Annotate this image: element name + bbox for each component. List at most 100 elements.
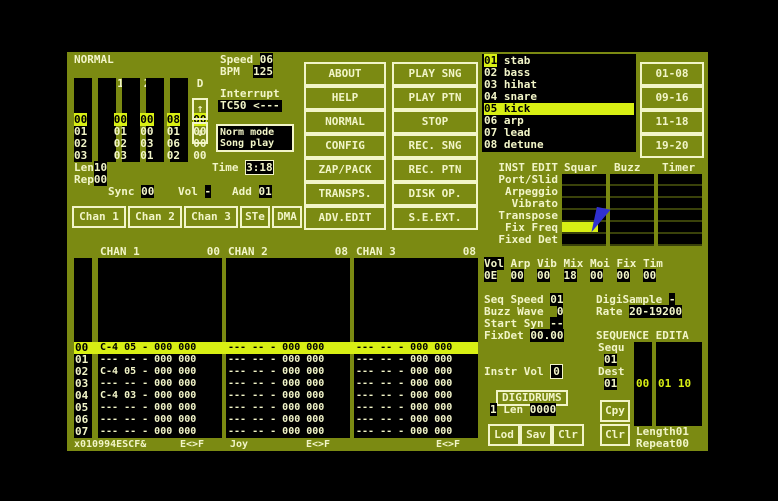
adv-edit-button[interactable]: ADV.EDIT <box>304 206 386 230</box>
stop-button[interactable]: STOP <box>392 110 478 134</box>
seq-speed-field[interactable]: Seq Speed 01 <box>484 293 564 306</box>
digidrums-save-button[interactable]: Sav <box>520 424 552 446</box>
param-values[interactable]: 0E 00 00 18 00 00 00 <box>484 269 657 282</box>
buzz-wave-field[interactable]: Buzz Wave 0 <box>484 305 564 318</box>
pattern-row[interactable]: --- -- - 000 000 <box>356 342 453 353</box>
se-ext-button[interactable]: S.E.EXT. <box>392 206 478 230</box>
chan-2-swap-button[interactable]: E<>F <box>306 439 331 450</box>
chan-3-swap-button[interactable]: E<>F <box>436 439 461 450</box>
zap-pack-button[interactable]: ZAP/PACK <box>304 158 386 182</box>
tab-ste[interactable]: STe <box>240 206 270 228</box>
add-field[interactable]: Add 01 <box>232 185 272 198</box>
seq-clear-button[interactable]: Clr <box>600 424 630 446</box>
page-01-08-button[interactable]: 01-08 <box>640 62 704 86</box>
digidrums-load-button[interactable]: Lod <box>488 424 520 446</box>
sequ-value[interactable]: 01 <box>604 353 618 366</box>
pattern-row[interactable]: --- -- - 000 000 <box>100 354 197 365</box>
position-track-1[interactable] <box>98 78 116 162</box>
record-song-button[interactable]: REC. SNG <box>392 134 478 158</box>
play-song-button[interactable]: PLAY SNG <box>392 62 478 86</box>
instrument-row[interactable]: 07 lead <box>484 126 531 139</box>
squar-grid[interactable] <box>562 174 606 246</box>
rate-field[interactable]: Rate 20-19200 <box>596 305 683 318</box>
pattern-row[interactable]: --- -- - 000 000 <box>228 378 325 389</box>
tab-chan-1[interactable]: Chan 1 <box>72 206 126 228</box>
instrument-row[interactable]: 01 stab <box>484 54 531 67</box>
pattern-row[interactable]: --- -- - 000 000 <box>356 402 453 413</box>
buzz-grid[interactable] <box>610 174 654 246</box>
digisample-field[interactable]: DigiSample - <box>596 293 676 306</box>
pattern-row[interactable]: C-4 05 - 000 000 <box>100 342 197 353</box>
rep-field[interactable]: Rep00 <box>74 173 108 186</box>
instrument-row[interactable]: 08 detune <box>484 138 544 151</box>
config-button[interactable]: CONFIG <box>304 134 386 158</box>
tab-chan-2[interactable]: Chan 2 <box>128 206 182 228</box>
chan-1-swap-button[interactable]: E<>F <box>180 439 205 450</box>
play-pattern-button[interactable]: PLAY PTN <box>392 86 478 110</box>
dest-value[interactable]: 01 <box>604 377 618 390</box>
position-row[interactable]: 01 01 00 01 00 <box>74 125 207 138</box>
pattern-row[interactable]: --- -- - 000 000 <box>228 354 325 365</box>
fixdet-field[interactable]: FixDet 00.00 <box>484 329 564 342</box>
play-mode-box[interactable]: Norm mode Song play <box>216 124 294 152</box>
pattern-row[interactable]: --- -- - 000 000 <box>356 390 453 401</box>
position-track-2[interactable] <box>122 78 140 162</box>
length-field[interactable]: Length01 <box>636 425 689 438</box>
pattern-row[interactable]: --- -- - 000 000 <box>228 414 325 425</box>
pattern-row[interactable]: --- -- - 000 000 <box>356 426 453 437</box>
page-09-16-button[interactable]: 09-16 <box>640 86 704 110</box>
seq-copy-button[interactable]: Cpy <box>600 400 630 422</box>
repeat-field[interactable]: Repeat00 <box>636 437 689 450</box>
pattern-row[interactable]: --- -- - 000 000 <box>356 378 453 389</box>
sync-field[interactable]: Sync 00 <box>108 185 155 198</box>
instrument-row[interactable]: 06 arp <box>484 114 524 127</box>
pattern-row[interactable]: --- -- - 000 000 <box>228 426 325 437</box>
page-11-18-button[interactable]: 11-18 <box>640 110 704 134</box>
timer-grid[interactable] <box>658 174 702 246</box>
instr-vol-field[interactable]: Instr Vol 0 <box>484 364 563 379</box>
vol-field[interactable]: Vol - <box>178 185 212 198</box>
digidrums-fields[interactable]: 1 Len 0000 <box>490 403 557 416</box>
sequence-column-1[interactable] <box>634 342 652 426</box>
pattern-row[interactable]: --- -- - 000 000 <box>100 414 197 425</box>
page-19-20-button[interactable]: 19-20 <box>640 134 704 158</box>
pattern-row[interactable]: --- -- - 000 000 <box>228 342 325 353</box>
position-track-3[interactable] <box>146 78 164 162</box>
instrument-row[interactable]: 03 hihat <box>484 78 537 91</box>
instrument-row-selected[interactable]: 05 kick <box>484 103 634 115</box>
scroll-up-button[interactable]: ↑ <box>192 98 208 120</box>
normal-button[interactable]: NORMAL <box>304 110 386 134</box>
pattern-row[interactable]: --- -- - 000 000 <box>100 378 197 389</box>
transpose-button[interactable]: TRANSPS. <box>304 182 386 206</box>
pattern-row[interactable]: --- -- - 000 000 <box>228 390 325 401</box>
sequence-pos[interactable]: 00 <box>636 377 650 390</box>
instrument-row[interactable]: 02 bass <box>484 66 531 79</box>
tab-dma[interactable]: DMA <box>272 206 302 228</box>
start-syn-field[interactable]: Start Syn -- <box>484 317 564 330</box>
pattern-row[interactable]: --- -- - 000 000 <box>356 366 453 377</box>
bpm-field[interactable]: BPM 125 <box>220 65 273 78</box>
speed-field[interactable]: Speed 06 <box>220 53 273 66</box>
pattern-row[interactable]: --- -- - 000 000 <box>100 426 197 437</box>
pattern-row[interactable]: --- -- - 000 000 <box>228 402 325 413</box>
pattern-row[interactable]: --- -- - 000 000 <box>100 402 197 413</box>
tab-chan-3[interactable]: Chan 3 <box>184 206 238 228</box>
sequence-values[interactable]: 01 10 <box>658 377 692 390</box>
pattern-row[interactable]: --- -- - 000 000 <box>228 366 325 377</box>
record-pattern-button[interactable]: REC. PTN <box>392 158 478 182</box>
instrument-row[interactable]: 04 snare <box>484 90 537 103</box>
pattern-row[interactable]: C-4 03 - 000 000 <box>100 390 197 401</box>
disk-op-button[interactable]: DISK OP. <box>392 182 478 206</box>
pattern-row[interactable]: --- -- - 000 000 <box>356 354 453 365</box>
scroll-down-button[interactable]: ↓ <box>192 122 208 144</box>
help-button[interactable]: HELP <box>304 86 386 110</box>
about-button[interactable]: ABOUT <box>304 62 386 86</box>
sequence-column-2[interactable] <box>656 342 702 426</box>
len-field[interactable]: Len10 <box>74 161 108 174</box>
position-row[interactable]: 03 03 01 02 00 <box>74 149 207 162</box>
pattern-row[interactable]: --- -- - 000 000 <box>356 414 453 425</box>
digidrums-clear-button[interactable]: Clr <box>552 424 584 446</box>
interrupt-field[interactable]: TC50 <--- <box>218 99 282 112</box>
pattern-row[interactable]: C-4 05 - 000 000 <box>100 366 197 377</box>
